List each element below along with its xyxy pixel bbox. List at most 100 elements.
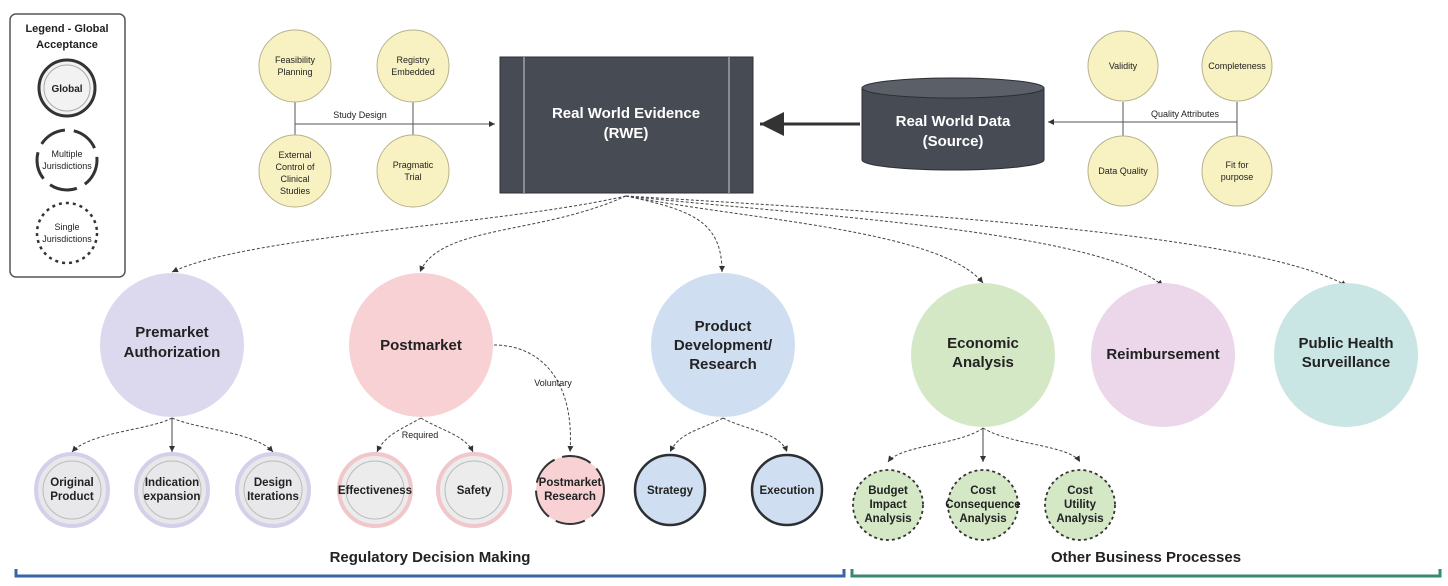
category-public-health: Public Health Surveillance [1274,283,1418,427]
legend-global-label: Global [51,84,82,95]
fit-node [1201,135,1273,207]
indication-1: Indication [145,477,199,489]
feasibility-2: Planning [277,67,312,77]
design-1: Design [254,477,292,489]
original-1: Original [50,477,93,489]
cost-consequence-1: Cost [970,485,996,497]
cost-utility-node: Cost Utility Analysis [1044,469,1116,541]
premarket-2: Authorization [124,344,221,361]
rwd-title-2: (Source) [923,133,984,150]
other-label: Other Business Processes [1051,549,1241,566]
effectiveness-label: Effectiveness [338,485,412,497]
completeness-label: Completeness [1208,61,1266,71]
execution-node: Execution [750,453,824,527]
legend-title-2: Acceptance [36,39,98,51]
other-bracket: Other Business Processes [850,549,1442,578]
original-product-node: Original Product [34,452,110,528]
effectiveness-node: Effectiveness [337,452,413,528]
validity-label: Validity [1109,61,1138,71]
indication-expansion-node: Indication expansion [134,452,210,528]
external-3: Clinical [280,174,309,184]
sub-connectors [71,344,1081,463]
validity-node [1087,30,1159,102]
external-control-node [258,134,332,208]
public-health-2: Surveillance [1302,354,1390,371]
premarket-1: Premarket [135,324,208,341]
regulatory-label: Regulatory Decision Making [330,549,531,566]
cost-utility-2: Utility [1064,499,1097,511]
legend-multiple-1: Multiple [51,149,82,159]
category-postmarket: Postmarket [349,273,493,417]
postmarket-research-node: Postmarket Research [535,455,605,525]
postmarket-label: Postmarket [380,337,462,354]
fit-1: Fit for [1225,160,1248,170]
category-premarket: Premarket Authorization [100,273,244,417]
budget-1: Budget [868,485,908,497]
rwe-connectors [171,195,1348,287]
legend-global-icon [37,58,97,118]
registry-node [376,29,450,103]
cost-consequence-3: Analysis [959,513,1006,525]
rwe-box: Real World Evidence (RWE) [499,56,754,194]
required-label: Required [402,430,439,440]
rwe-title-2: (RWE) [604,125,649,142]
rwd-cylinder: Real World Data (Source) [861,77,1045,171]
external-2: Control of [275,162,315,172]
product-dev-1: Product [695,318,752,335]
original-2: Product [50,491,94,503]
completeness-node [1201,30,1273,102]
design-iterations-node: Design Iterations [235,452,311,528]
legend-multiple-icon [35,128,99,192]
data-quality-label: Data Quality [1098,166,1148,176]
cost-consequence-2: Consequence [945,499,1020,511]
pm-research-2: Research [544,491,596,503]
legend: Legend - Global Acceptance Global Multip… [9,13,126,278]
product-dev-3: Research [689,356,757,373]
public-health-1: Public Health [1298,335,1393,352]
regulatory-bracket: Regulatory Decision Making [14,549,846,578]
voluntary-label: Voluntary [534,378,572,388]
legend-single-1: Single [54,222,79,232]
product-dev-2: Development/ [674,337,773,354]
rwe-title-1: Real World Evidence [552,105,700,122]
budget-3: Analysis [864,513,911,525]
quality-label: Quality Attributes [1151,109,1220,119]
budget-impact-node: Budget Impact Analysis [852,469,924,541]
registry-2: Embedded [391,67,435,77]
category-product-development: Product Development/ Research [651,273,795,417]
cost-utility-3: Analysis [1056,513,1103,525]
strategy-label: Strategy [647,485,694,497]
legend-single-2: Jurisdictions [42,234,92,244]
pm-research-1: Postmarket [539,477,602,489]
legend-multiple-2: Jurisdictions [42,161,92,171]
design-2: Iterations [247,491,299,503]
economic-2: Analysis [952,354,1014,371]
study-design-label: Study Design [333,110,387,120]
feasibility-1: Feasibility [275,55,316,65]
category-economic: Economic Analysis [911,283,1055,427]
strategy-node: Strategy [633,453,707,527]
cost-consequence-node: Cost Consequence Analysis [945,469,1021,541]
fit-2: purpose [1221,172,1254,182]
rwd-title-1: Real World Data [896,113,1011,130]
study-design-cluster: Study Design Feasibility Planning Regist… [258,29,495,208]
category-reimbursement: Reimbursement [1091,283,1235,427]
external-1: External [278,150,311,160]
budget-2: Impact [869,499,906,511]
economic-1: Economic [947,335,1019,352]
safety-label: Safety [457,485,492,497]
pragmatic-node [376,134,450,208]
legend-single-icon [35,201,99,265]
registry-1: Registry [396,55,430,65]
external-4: Studies [280,186,311,196]
legend-title-1: Legend - Global [25,23,108,35]
reimbursement-label: Reimbursement [1106,346,1219,363]
cost-utility-1: Cost [1067,485,1093,497]
indication-2: expansion [144,491,201,503]
feasibility-node [258,29,332,103]
data-quality-node [1087,135,1159,207]
safety-node: Safety [436,452,512,528]
pragmatic-1: Pragmatic [393,160,434,170]
execution-label: Execution [760,485,815,497]
